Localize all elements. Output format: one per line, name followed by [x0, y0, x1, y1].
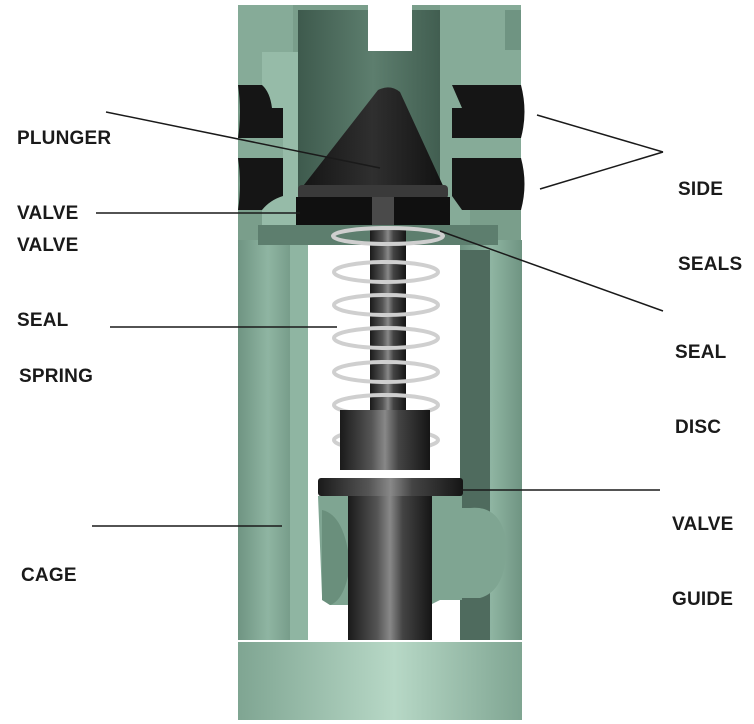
leader-lines: [92, 111, 664, 527]
label-line: DISC: [675, 417, 722, 438]
label-valve-guide: VALVE GUIDE: [672, 462, 734, 637]
cage-base: [238, 642, 522, 720]
label-line: SPRING: [19, 366, 94, 387]
plunger-valve-shape: [296, 87, 450, 225]
label-line: SEAL: [675, 342, 727, 363]
label-line: GUIDE: [672, 589, 734, 610]
label-plunger-valve: PLUNGER VALVE: [17, 76, 111, 251]
label-valve-seal: VALVE SEAL: [17, 183, 79, 358]
valve-guide-collar: [318, 478, 463, 496]
valve-guide-stem: [348, 496, 432, 640]
side-seals-shape: [238, 85, 525, 210]
label-line: VALVE: [17, 235, 79, 256]
label-seal-disc: SEAL DISC: [675, 290, 726, 465]
label-line: SEAL: [17, 310, 69, 331]
label-side-seals: SIDE SEALS: [678, 127, 742, 302]
label-spring: SPRING: [19, 314, 93, 414]
label-line: SIDE: [678, 179, 724, 200]
stem-lower-body: [340, 410, 430, 470]
label-line: VALVE: [17, 203, 79, 224]
label-line: CAGE: [21, 565, 77, 586]
label-cage: CAGE: [21, 513, 77, 613]
label-line: SEALS: [678, 254, 743, 275]
label-line: PLUNGER: [17, 128, 112, 149]
label-line: VALVE: [672, 514, 734, 535]
